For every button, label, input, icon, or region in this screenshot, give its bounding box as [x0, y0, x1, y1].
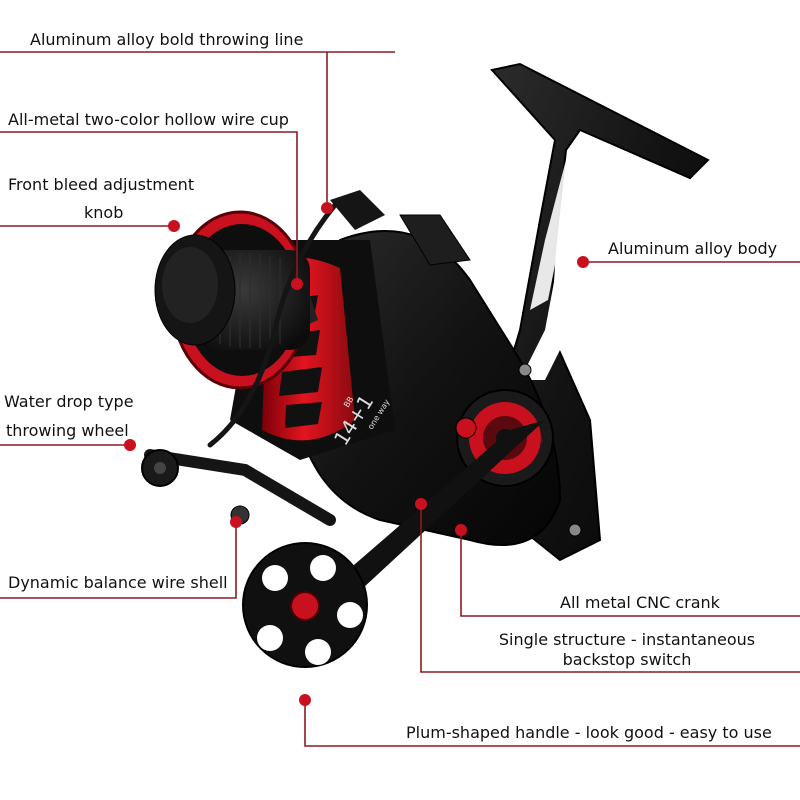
reel-handle-shaft	[325, 363, 582, 600]
dot-wire-cup	[291, 278, 303, 290]
dot-front-drag	[168, 220, 180, 232]
label-balance-shell: Dynamic balance wire shell	[8, 573, 228, 592]
label-bail-line1: Water drop type	[4, 392, 134, 411]
line-roller	[330, 190, 385, 230]
dot-bail	[124, 439, 136, 451]
dot-backstop	[415, 498, 427, 510]
label-front-drag-line2: knob	[84, 203, 124, 222]
leader-lines	[0, 51, 800, 747]
leader-handle	[304, 700, 800, 747]
leader-backstop	[420, 504, 800, 673]
dot-crank	[455, 524, 467, 536]
label-body: Aluminum alloy body	[608, 239, 778, 258]
label-line-roller: Aluminum alloy bold throwing line	[30, 30, 304, 49]
label-handle: Plum-shaped handle - look good - easy to…	[406, 723, 772, 742]
callout-dots	[124, 202, 589, 706]
leader-crank	[460, 530, 800, 617]
label-bail-line2: throwing wheel	[6, 421, 129, 440]
dot-balance-shell	[230, 516, 242, 528]
label-front-drag-line1: Front bleed adjustment	[8, 175, 195, 194]
label-backstop-line1: Single structure - instantaneous	[498, 630, 756, 649]
reel-spool	[154, 210, 310, 390]
dot-handle	[299, 694, 311, 706]
label-backstop-line2: backstop switch	[562, 650, 692, 669]
label-wire-cup: All-metal two-color hollow wire cup	[8, 110, 289, 129]
leader-balance-shell	[0, 524, 237, 599]
label-crank: All metal CNC crank	[560, 593, 720, 612]
plum-handle-knob	[242, 542, 368, 668]
reel-bail-arm	[144, 202, 338, 526]
dot-body	[577, 256, 589, 268]
leader-wire-cup	[0, 131, 298, 282]
dot-line-roller	[321, 202, 333, 214]
